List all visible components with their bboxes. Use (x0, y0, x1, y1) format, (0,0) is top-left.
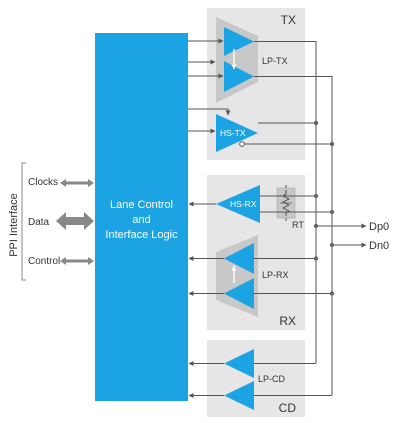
cd-wires (188, 361, 332, 398)
pin-wires (316, 223, 367, 248)
lp-tx-label: LP-TX (262, 56, 288, 66)
signal-clocks: Clocks (28, 177, 58, 188)
cd-title: CD (279, 401, 297, 415)
lp-rx-amp-top (224, 243, 254, 274)
tx-title: TX (281, 13, 296, 27)
tx-wires (188, 38, 333, 145)
rt-label: RT (292, 220, 304, 230)
pin-dp0: Dp0 (369, 221, 389, 233)
lp-tx-amp-top (224, 27, 254, 56)
lp-cd-amp-top (224, 349, 254, 378)
rx-title: RX (279, 314, 296, 328)
control-arrow (60, 257, 94, 265)
lp-rx-label: LP-RX (262, 270, 289, 280)
bus-wires (315, 122, 333, 395)
pin-dn0: Dn0 (369, 240, 389, 252)
ppi-bracket (21, 162, 26, 281)
rx-wires (188, 185, 332, 296)
core-label-line3: Interface Logic (105, 229, 178, 241)
data-arrow (56, 212, 94, 230)
lp-cd-amp-bottom (224, 381, 254, 410)
ppi-interface-label: PPI Interface (8, 193, 20, 257)
core-label-line2: and (132, 214, 150, 226)
hs-tx-label: HS-TX (220, 128, 246, 138)
hs-tx-amp (216, 114, 258, 152)
hs-rx-label: HS-RX (230, 199, 257, 209)
hs-rx-amp (216, 185, 260, 223)
cd-panel (207, 340, 305, 417)
lp-cd-label: LP-CD (258, 374, 286, 384)
signal-control: Control (28, 256, 60, 267)
lane-control-block (95, 33, 188, 401)
signal-data: Data (28, 217, 50, 228)
core-label-line1: Lane Control (110, 199, 173, 211)
lp-rx-amp-bottom (224, 278, 254, 309)
clocks-arrow (60, 179, 94, 187)
